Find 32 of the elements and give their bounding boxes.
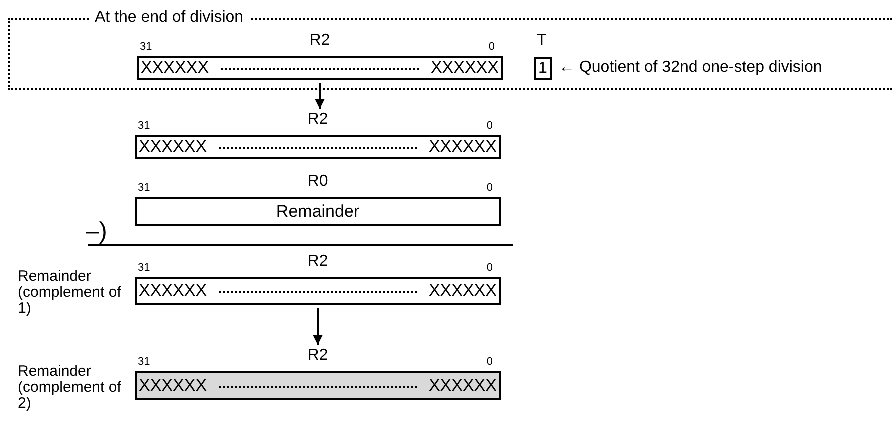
minus-sign: –) (86, 218, 108, 246)
bit-number: 0 (486, 182, 493, 195)
flag-value: 1 (538, 60, 548, 78)
register-value: XXXXXX (428, 281, 497, 301)
bit-number: 0 (486, 356, 493, 369)
register-name: R2 (308, 253, 328, 271)
side-note: Remainder (complement of 2) (18, 364, 122, 412)
arrow (313, 308, 323, 345)
register-value: XXXXXX (430, 58, 499, 78)
bit-number: 0 (488, 41, 495, 54)
bit-number: 0 (486, 262, 493, 275)
register-name: R2 (308, 111, 328, 129)
register-name: R2 (310, 32, 330, 50)
register-value: XXXXXX (428, 376, 497, 396)
register-value: Remainder (276, 202, 360, 222)
bit-number: 31 (140, 41, 152, 54)
register-value: XXXXXX (141, 58, 210, 78)
arrow (315, 83, 325, 109)
side-note: Remainder (complement of 1) (18, 269, 122, 317)
flag-note: ← Quotient of 32nd one-step division (559, 59, 822, 77)
bit-number: 31 (138, 182, 150, 195)
flag-name: T (537, 32, 547, 50)
bit-number: 31 (138, 120, 150, 133)
bit-number: 31 (138, 356, 150, 369)
register-value: XXXXXX (428, 137, 497, 157)
register-value: XXXXXX (139, 281, 208, 301)
register-name: R0 (308, 173, 328, 191)
bit-number: 0 (486, 120, 493, 133)
register-value: XXXXXX (139, 376, 208, 396)
bit-number: 31 (138, 262, 150, 275)
register-name: R2 (308, 347, 328, 365)
register-value: XXXXXX (139, 137, 208, 157)
